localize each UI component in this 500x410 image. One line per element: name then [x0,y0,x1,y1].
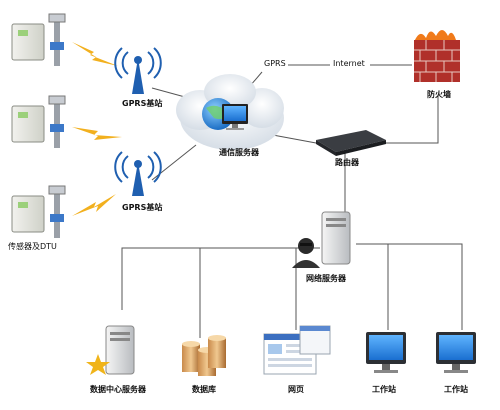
sensor-dtu-label: 传感器及DTU [8,242,57,251]
monitor-icon [222,104,248,130]
sensor-dtu-bottom [11,185,66,238]
workstation-icon-1 [366,332,406,373]
lightning-icon [72,42,118,66]
sensor-dtu-middle [11,95,66,148]
workstation-1-label: 工作站 [372,385,396,394]
webpage-icon [263,325,331,375]
person-icon [292,238,320,268]
antenna-icon-bottom [114,151,162,196]
lightning-icons [72,42,122,216]
lightning-icon [72,127,122,140]
link-bus-left [121,247,320,310]
webpage-label: 网页 [288,385,304,394]
link-bus-right [356,243,463,330]
antenna-icon-top [114,47,162,94]
connection-lines [121,64,463,338]
firewall-label: 防火墙 [427,90,451,99]
workstation-2-label: 工作站 [444,385,468,394]
datacenter-server-icon [105,325,135,375]
network-server-label: 网络服务器 [306,274,346,283]
lightning-icon [72,194,116,216]
network-server-icon [321,211,351,265]
gprs-station-top-label: GPRS基站 [122,99,163,108]
router-label: 路由器 [335,158,359,167]
internet-label: Internet [333,59,365,68]
workstation-icon-2 [436,332,476,373]
star-icon [86,354,110,375]
comm-server-label: 通信服务器 [219,148,259,157]
database-label: 数据库 [192,385,216,394]
firewall-icon [414,30,460,82]
sensor-dtu-top [11,13,66,66]
database-icon [182,335,226,376]
link-firewall-router [385,96,439,144]
gprs-station-bottom-label: GPRS基站 [122,203,163,212]
router-icon [316,130,386,156]
datacenter-server-label: 数据中心服务器 [90,385,146,394]
gprs-label: GPRS [264,59,286,68]
